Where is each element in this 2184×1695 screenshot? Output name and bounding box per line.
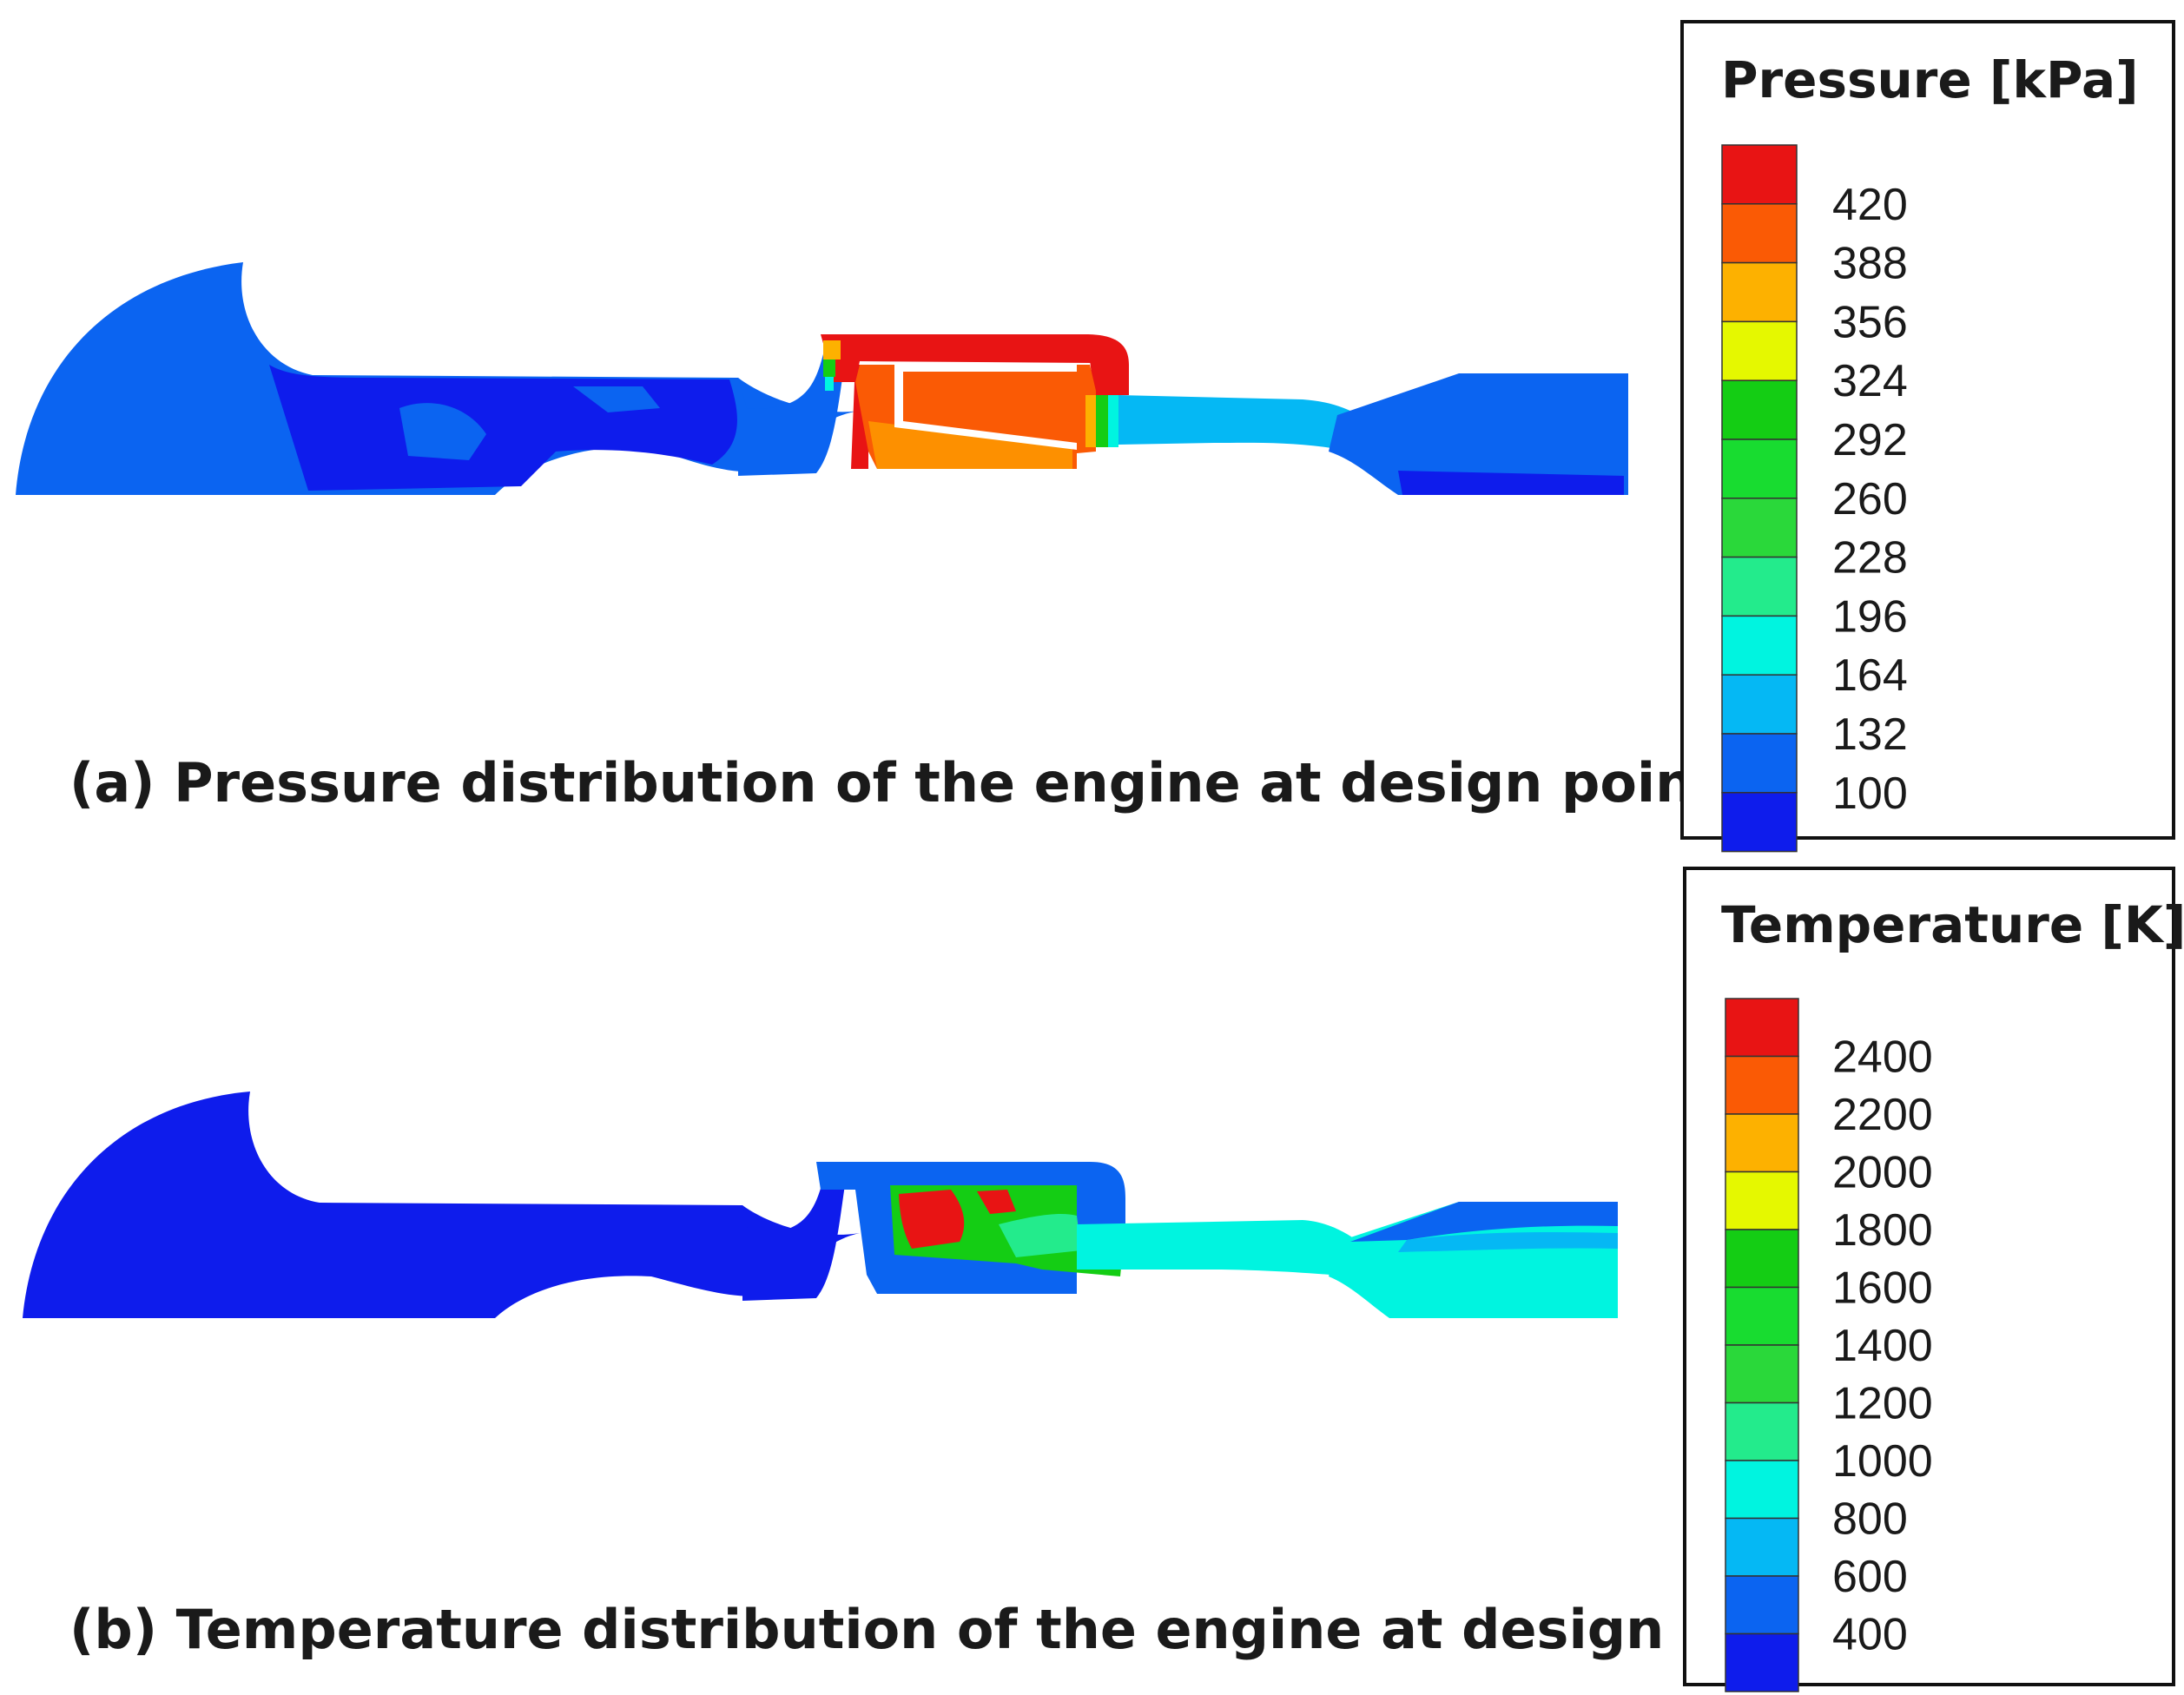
pressure-turbine-gradient-1 bbox=[1085, 395, 1096, 447]
pressure-contour-map bbox=[16, 262, 1628, 495]
pressure-exhaust-duct bbox=[1118, 395, 1359, 452]
pressure-duct-bend bbox=[738, 347, 847, 476]
pressure-legend-swatch bbox=[1721, 498, 1798, 558]
temperature-legend-swatch bbox=[1725, 1229, 1799, 1289]
temperature-legend-label: 1600 bbox=[1832, 1263, 1933, 1314]
temperature-nozzle-wall bbox=[1350, 1202, 1618, 1242]
temperature-legend-label: 2000 bbox=[1832, 1148, 1933, 1198]
temperature-legend-label: 400 bbox=[1832, 1610, 1908, 1660]
pressure-combustor-lower bbox=[868, 421, 1072, 469]
temperature-legend-swatch bbox=[1725, 1460, 1799, 1520]
pressure-legend-label: 100 bbox=[1832, 768, 1908, 819]
pressure-inlet-low-region bbox=[269, 365, 737, 491]
pressure-legend-swatch bbox=[1721, 439, 1798, 499]
temperature-legend-swatch bbox=[1725, 1113, 1799, 1173]
temperature-legend-label: 800 bbox=[1832, 1494, 1908, 1545]
pressure-legend-label: 164 bbox=[1832, 650, 1908, 701]
temperature-caption: (b) Temperature distribution of the engi… bbox=[69, 1598, 1861, 1661]
pressure-inlet-patch-2 bbox=[573, 386, 660, 412]
pressure-legend-swatch bbox=[1721, 792, 1798, 853]
temperature-legend-label: 2200 bbox=[1832, 1090, 1933, 1140]
temperature-legend-label: 1400 bbox=[1832, 1321, 1933, 1371]
temperature-exhaust-duct bbox=[1077, 1220, 1359, 1276]
temperature-legend-label: 2400 bbox=[1832, 1032, 1933, 1083]
temperature-legend-swatch bbox=[1725, 1171, 1799, 1230]
pressure-legend-swatch bbox=[1721, 674, 1798, 735]
pressure-turbine-gradient-2 bbox=[1096, 395, 1108, 447]
temperature-duct-bend bbox=[742, 1172, 847, 1301]
temperature-legend-label: 600 bbox=[1832, 1552, 1908, 1602]
temperature-legend-swatch bbox=[1725, 1402, 1799, 1461]
temperature-legend-label: 1200 bbox=[1832, 1379, 1933, 1429]
pressure-legend-swatch bbox=[1721, 556, 1798, 617]
temperature-engine-body bbox=[23, 1092, 860, 1318]
pressure-nozzle-low-band bbox=[1398, 471, 1624, 495]
temperature-mixing-zone bbox=[999, 1214, 1081, 1257]
pressure-legend-swatch bbox=[1721, 379, 1798, 440]
temperature-legend-swatch bbox=[1725, 1286, 1799, 1346]
temperature-contour-map bbox=[23, 1092, 1618, 1318]
temperature-hot-core bbox=[899, 1190, 965, 1249]
temperature-hot-spot bbox=[977, 1190, 1016, 1214]
temperature-legend-swatches bbox=[1725, 998, 1799, 1692]
temperature-legend-label: 1800 bbox=[1832, 1205, 1933, 1256]
pressure-legend-swatch bbox=[1721, 733, 1798, 794]
pressure-caption: (a) Pressure distribution of the engine … bbox=[69, 751, 1740, 815]
pressure-legend-label: 388 bbox=[1832, 239, 1908, 289]
pressure-legend-title: Pressure [kPa] bbox=[1721, 50, 2139, 109]
pressure-inlet-patch bbox=[399, 403, 486, 460]
pressure-legend-label: 324 bbox=[1832, 356, 1908, 406]
pressure-liner-outline bbox=[894, 363, 1077, 450]
temperature-nozzle-edge bbox=[1398, 1231, 1618, 1252]
pressure-legend-swatch bbox=[1721, 144, 1798, 205]
pressure-legend-swatch bbox=[1721, 203, 1798, 264]
pressure-legend-label: 132 bbox=[1832, 709, 1908, 760]
pressure-casing-top bbox=[825, 337, 1127, 392]
pressure-nozzle bbox=[1329, 373, 1628, 495]
pressure-legend-label: 260 bbox=[1832, 474, 1908, 524]
temperature-legend-swatch bbox=[1725, 1344, 1799, 1404]
temperature-legend-label: 1000 bbox=[1832, 1436, 1933, 1487]
pressure-legend-swatch bbox=[1721, 615, 1798, 676]
pressure-legend-label: 420 bbox=[1832, 180, 1908, 230]
pressure-legend-label: 292 bbox=[1832, 415, 1908, 465]
temperature-legend-swatch bbox=[1725, 1575, 1799, 1635]
pressure-legend-label: 356 bbox=[1832, 297, 1908, 347]
pressure-gradient-band-1 bbox=[823, 340, 841, 359]
pressure-legend-swatch bbox=[1721, 261, 1798, 323]
pressure-turbine-gradient-3 bbox=[1108, 395, 1118, 447]
temperature-legend-title: Temperature [K] bbox=[1721, 895, 2184, 954]
pressure-legend-label: 228 bbox=[1832, 533, 1908, 584]
pressure-legend-label: 196 bbox=[1832, 591, 1908, 642]
temperature-legend: Temperature [K] 2400 2200 2000 1800 1600 1400… bbox=[1683, 867, 2184, 1692]
pressure-legend-swatches bbox=[1721, 144, 1798, 853]
temperature-legend-swatch bbox=[1725, 1517, 1799, 1577]
pressure-legend-swatch bbox=[1721, 320, 1798, 381]
pressure-legend: Pressure [kPa] 420 388 356 324 292 260 228 196 1… bbox=[1680, 20, 2175, 853]
temperature-panel: (b) Temperature distribution of the engi… bbox=[23, 867, 2184, 1692]
temperature-legend-labels: 2400 2200 2000 1800 1600 1400 1200 1000 800 600 40… bbox=[1832, 1032, 1933, 1660]
temperature-legend-swatch bbox=[1725, 998, 1799, 1058]
pressure-panel: (a) Pressure distribution of the engine … bbox=[16, 20, 2175, 853]
pressure-legend-labels: 420 388 356 324 292 260 228 196 164 132 100 bbox=[1832, 180, 1908, 819]
temperature-legend-swatch bbox=[1725, 1055, 1799, 1115]
temperature-legend-swatch bbox=[1725, 1632, 1799, 1692]
pressure-gradient-band-3 bbox=[825, 377, 834, 391]
pressure-gradient-band-2 bbox=[823, 359, 835, 377]
